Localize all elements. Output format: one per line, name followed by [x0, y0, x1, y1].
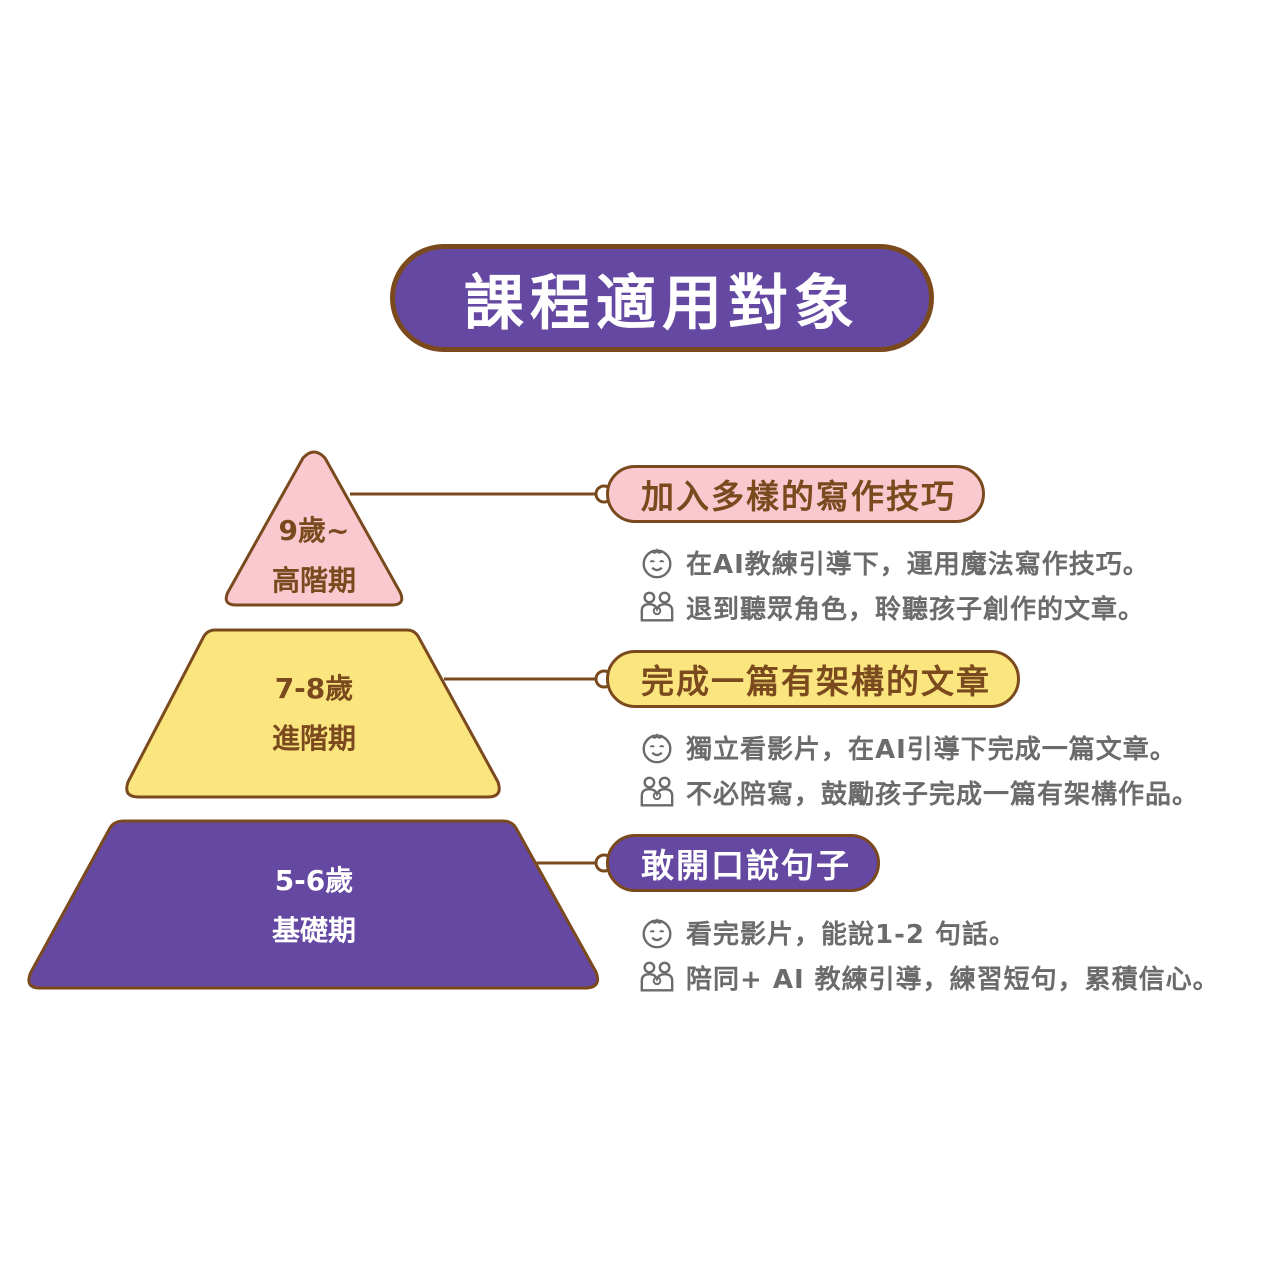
tier-age: 7-8歲 — [274, 672, 354, 705]
desc-item: 退到聽眾角色，聆聽孩子創作的文章。 — [638, 587, 1145, 627]
tier-top-shape — [224, 450, 404, 607]
desc-item: 看完影片，能說1-2 句話。 — [638, 912, 1016, 952]
tier-age: 9歲~ — [278, 514, 350, 547]
desc-item: 陪同+ AI 教練引導，練習短句，累積信心。 — [638, 957, 1220, 997]
goal-text: 加入多樣的寫作技巧 — [641, 477, 956, 516]
tier-stage: 基礎期 — [271, 914, 356, 947]
desc-text: 不必陪寫，鼓勵孩子完成一篇有架構作品。 — [686, 779, 1200, 810]
tier-top-label: 9歲~ 高階期 — [214, 506, 414, 606]
tier-middle-label: 7-8歲 進階期 — [214, 664, 414, 764]
tier-bottom-shape — [27, 819, 600, 990]
goal-tag-middle: 完成一篇有架構的文章 — [606, 650, 1020, 708]
desc-text: 在AI教練引導下，運用魔法寫作技巧。 — [686, 549, 1150, 580]
goal-text: 敢開口說句子 — [641, 846, 851, 885]
page-title: 課程適用對象 — [464, 268, 860, 339]
desc-text: 退到聽眾角色，聆聽孩子創作的文章。 — [686, 594, 1146, 625]
parent-child-icon — [640, 591, 674, 622]
title-banner: 課程適用對象 — [390, 244, 934, 352]
tier-stage: 進階期 — [271, 722, 356, 755]
desc-item: 在AI教練引導下，運用魔法寫作技巧。 — [638, 542, 1150, 582]
tier-stage: 高階期 — [271, 564, 356, 597]
goal-text: 完成一篇有架構的文章 — [641, 662, 991, 701]
child-face-icon — [642, 917, 672, 949]
child-face-icon — [642, 547, 672, 579]
parent-child-icon — [640, 776, 674, 807]
desc-text: 看完影片，能說1-2 句話。 — [686, 919, 1017, 950]
tier-age: 5-6歲 — [274, 864, 354, 897]
desc-text: 獨立看影片，在AI引導下完成一篇文章。 — [686, 734, 1177, 765]
child-face-icon — [642, 732, 672, 764]
tier-middle-shape — [125, 628, 501, 799]
goal-tag-top: 加入多樣的寫作技巧 — [606, 465, 985, 523]
goal-tag-bottom: 敢開口說句子 — [606, 834, 880, 892]
parent-child-icon — [640, 961, 674, 992]
desc-text: 陪同+ AI 教練引導，練習短句，累積信心。 — [686, 964, 1220, 995]
desc-item: 不必陪寫，鼓勵孩子完成一篇有架構作品。 — [638, 772, 1199, 812]
desc-item: 獨立看影片，在AI引導下完成一篇文章。 — [638, 727, 1177, 767]
tier-bottom-label: 5-6歲 基礎期 — [214, 856, 414, 956]
